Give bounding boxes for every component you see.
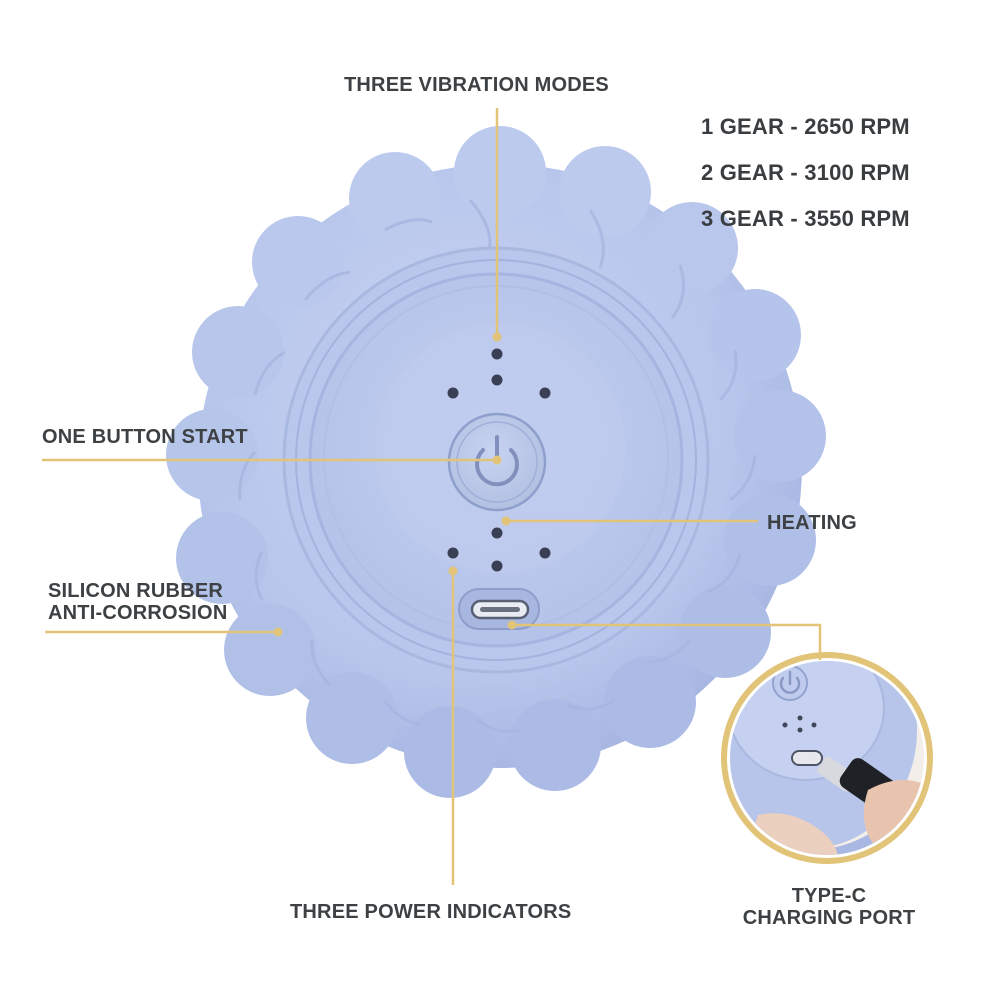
leader-typec [512,623,822,660]
callout-vibration-modes: THREE VIBRATION MODES [344,74,609,96]
callout-typec: TYPE-C CHARGING PORT [729,885,929,929]
charging-inset-photo [721,652,933,864]
callout-silicon-rubber: SILICON RUBBER ANTI-CORROSION [48,580,227,624]
power-indicators [447,527,551,572]
indicator-led-icon [491,348,503,360]
vibration-mode-indicators [447,348,551,399]
callout-silicon-line2: ANTI-CORROSION [48,602,228,624]
indicator-led-icon [447,387,459,399]
indicator-led-icon [491,374,503,386]
indicator-led-icon [491,560,503,572]
gear-3-label: 3 GEAR - 3550 RPM [701,206,910,231]
indicator-led-icon [447,547,459,559]
callout-typec-line1: TYPE-C [791,885,867,907]
gear-2-label: 2 GEAR - 3100 RPM [701,160,910,185]
callout-power-indicators: THREE POWER INDICATORS [290,901,572,923]
leader-dots [273,332,517,637]
usb-c-port-icon [458,588,540,630]
indicator-led-icon [491,527,503,539]
callout-one-button-start: ONE BUTTON START [42,426,248,448]
indicator-led-icon [539,547,551,559]
gear-1-label: 1 GEAR - 2650 RPM [701,114,910,139]
callout-silicon-line1: SILICON RUBBER [48,580,224,602]
callout-heating: HEATING [767,512,857,534]
leader-lines [42,108,822,885]
callout-typec-line2: CHARGING PORT [742,907,916,929]
indicator-led-icon [539,387,551,399]
